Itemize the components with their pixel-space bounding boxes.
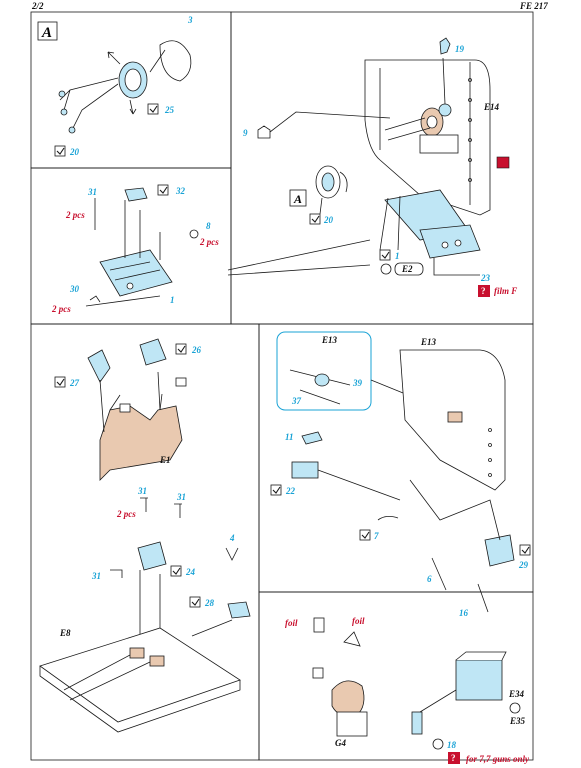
part-23-number: 23 [480,273,491,283]
qty-2pcs-d: 2 pcs [116,509,136,519]
part-19-number: 19 [455,44,465,54]
label-e1: E1 [159,455,171,465]
part-19-mount [438,103,452,117]
product-code: FE 217 [519,1,548,11]
part-22-shape [291,461,319,479]
label-e35: E35 [509,716,526,726]
part-28-shape [227,601,251,619]
part-39-number: 39 [352,378,363,388]
check-box-20 [54,145,66,157]
part-8-shape [189,229,199,239]
part-9-number: 9 [243,128,248,138]
ref-a-letter: A [293,192,302,206]
part-23-shape [419,224,481,259]
part-24-shape [137,541,167,571]
part-18-number: 18 [447,740,457,750]
part-24-number: 24 [185,567,196,577]
part-27-shape [87,349,111,383]
section-e14: E14 19 9 A 20 1 E2 23 ? film F [227,37,517,297]
label-e34: E34 [508,689,525,699]
film-icon [478,285,490,297]
qty-2pcs-c: 2 pcs [51,304,71,314]
part-29-shape [484,534,515,567]
frame-e1 [99,405,183,481]
part-32-number: 32 [175,186,186,196]
part-16-number: 16 [459,608,469,618]
guns-note: for 7,7 guns only [466,754,530,764]
part-6-number: 6 [427,574,432,584]
foil-label-2: foil [352,616,365,626]
label-g4: G4 [335,738,346,748]
part-32-shape [124,187,148,202]
part-19-shape [439,37,451,55]
part-31c-number: 31 [91,571,101,581]
part-25-number: 25 [164,105,175,115]
part-3-number: 3 [187,15,193,25]
qty-2pcs-b: 2 pcs [199,237,219,247]
film-note: film F [494,286,517,296]
part-1b-number: 1 [170,295,175,305]
seat-pan-1 [99,249,173,297]
part-7-shape [377,516,399,521]
label-e13: E13 [420,337,437,347]
check-box-25 [147,103,159,115]
section-e1-e8: 27 26 E1 31 31 2 pcs 31 24 4 28 [39,338,251,733]
qty-2pcs-a: 2 pcs [65,210,85,220]
gauge-face [124,68,142,92]
ref-e2-label: E2 [401,264,413,274]
part-26-number: 26 [191,345,202,355]
ref-e2-badge [394,262,424,276]
label-e14: E14 [483,102,500,112]
gun-box-e34 [455,659,503,701]
part-9-shape [257,125,271,139]
wiring [59,77,119,131]
section-a: A 3 25 20 [37,15,193,157]
part-20b-number: 20 [323,215,334,225]
foil-label-1: foil [285,618,298,628]
part-4-number: 4 [229,533,235,543]
section-e13: E13 39 37 E13 11 22 7 29 6 16 [270,331,531,618]
label-e8: E8 [59,628,71,638]
part-28-number: 28 [204,598,215,608]
svg-text:?: ? [451,753,456,763]
part-8-number: 8 [206,221,211,231]
part-4-shape [225,547,239,561]
page-number: 2/2 [31,1,44,11]
section-g4: foil foil G4 E34 E35 18 ? for 7,7 guns o… [285,616,530,764]
section-a-letter: A [41,25,52,41]
part-37-number: 37 [291,396,302,406]
panel-frames [30,11,534,761]
section-a-box [37,21,58,41]
gun-sight-g4 [331,680,365,718]
part-31b-number: 31 [176,492,186,502]
section-seat: 31 32 2 pcs 8 2 pcs 30 2 pcs 1 [51,184,219,314]
arrow-down-icon [129,99,137,115]
note-icon [448,752,460,764]
part-29-number: 29 [518,560,529,570]
part-31a-number: 31 [137,486,147,496]
floor-e8 [39,627,241,723]
instrument-panel [419,134,459,154]
arrow-up-icon [107,51,121,65]
part-18-shape [411,711,423,735]
part-26-shape [139,338,167,366]
part-22-number: 22 [285,486,296,496]
part-3-shape [159,40,192,82]
part-27-number: 27 [69,378,80,388]
part-11-number: 11 [285,432,294,442]
label-e13-inset: E13 [321,335,338,345]
part-30-number: 30 [69,284,80,294]
part-20-number: 20 [69,147,80,157]
color-swatch [496,156,510,169]
part-31-number: 31 [87,187,97,197]
part-1-number: 1 [395,251,400,261]
check-box-20b [309,213,321,225]
svg-text:?: ? [481,286,486,296]
part-7-number: 7 [374,531,379,541]
